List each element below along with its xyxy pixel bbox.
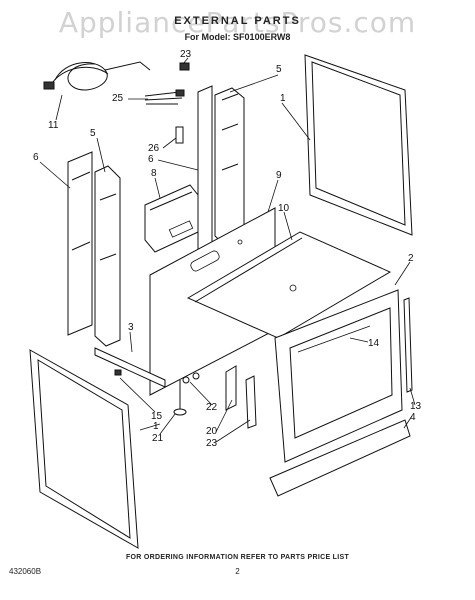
callout-4: 4 xyxy=(410,412,416,423)
callout-5-left: 5 xyxy=(90,128,96,139)
callout-21: 21 xyxy=(152,433,164,444)
callout-26: 26 xyxy=(148,143,160,154)
watermark: AppliancePartsPros.com xyxy=(58,6,417,39)
hinge-bracket-part xyxy=(245,375,257,429)
wire-harness-part xyxy=(43,61,151,91)
document-code: 432060B xyxy=(9,567,42,576)
callout-25: 25 xyxy=(112,93,124,104)
left-front-panel-part xyxy=(29,349,139,549)
front-frame-part xyxy=(274,289,403,463)
bracket-part xyxy=(175,126,184,144)
left-side-panel-part xyxy=(67,151,121,347)
callout-15: 15 xyxy=(151,411,163,422)
trim-strip-part xyxy=(403,297,413,393)
callout-3: 3 xyxy=(128,322,134,333)
screw-set-part xyxy=(182,372,200,384)
ordering-note: FOR ORDERING INFORMATION REFER TO PARTS … xyxy=(125,554,350,561)
callout-6-mid: 6 xyxy=(148,154,154,165)
callout-leaders xyxy=(39,57,416,443)
kick-plate-part xyxy=(269,419,411,497)
leveling-leg-part xyxy=(114,369,187,416)
callout-2: 2 xyxy=(408,253,414,264)
callout-23-top: 23 xyxy=(180,49,192,60)
clip-part-top xyxy=(179,62,190,71)
callout-1-left: 1 xyxy=(153,421,159,432)
callout-5-top: 5 xyxy=(276,64,282,75)
control-box-part xyxy=(144,184,199,253)
model-number: For Model: SF0100ERW8 xyxy=(184,32,291,42)
callout-8: 8 xyxy=(151,168,157,179)
callout-6-left: 6 xyxy=(33,152,39,163)
door-trim-part xyxy=(297,325,371,353)
callout-20: 20 xyxy=(206,426,218,437)
callout-1-right: 1 xyxy=(280,93,286,104)
callout-10: 10 xyxy=(278,203,290,214)
diagram-title: EXTERNAL PARTS xyxy=(174,15,301,27)
callout-13: 13 xyxy=(410,401,422,412)
bottom-rail-part xyxy=(94,347,166,388)
callout-9: 9 xyxy=(276,170,282,181)
right-side-panel-part xyxy=(304,54,413,236)
wire-bundle-part xyxy=(144,89,185,105)
callout-labels: 23 5 25 11 1 5 26 6 8 6 9 10 2 3 14 15 2… xyxy=(33,49,422,449)
callout-11: 11 xyxy=(48,120,59,131)
callout-14: 14 xyxy=(368,338,380,349)
cooktop-part xyxy=(186,231,392,339)
page-number: 2 xyxy=(235,567,240,576)
door-bracket-part xyxy=(225,365,237,411)
callout-22: 22 xyxy=(206,402,218,413)
callout-23-bottom: 23 xyxy=(206,438,218,449)
